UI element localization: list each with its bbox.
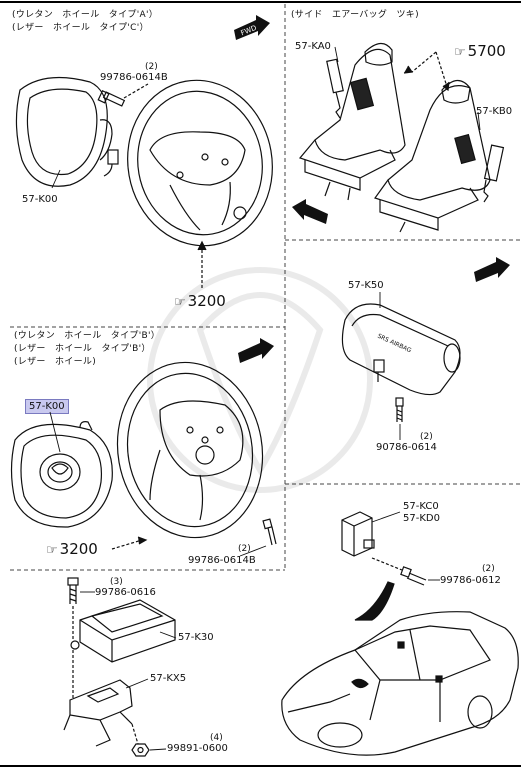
part-label-57-KB0: 57-KB0 [476, 106, 513, 117]
header-right: (サイド エアーバッグ ツキ) [291, 10, 419, 20]
fwd-arrow-icon [236, 337, 276, 363]
qty-label: (2) [482, 564, 495, 574]
steering-wheel-b [116, 361, 264, 539]
nut-icon [131, 743, 150, 757]
seat-left [298, 42, 406, 201]
crash-sensor [341, 511, 375, 557]
mounting-bracket [63, 679, 133, 747]
part-label-57-K00-highlighted: 57-K00 [25, 399, 69, 414]
qty-label: (3) [110, 577, 123, 587]
airbag-module-a [15, 76, 108, 187]
pointing-hand-icon: ☞ [174, 295, 186, 310]
part-label-57-K50: 57-K50 [348, 280, 384, 291]
part-label-99891-0600: 99891-0600 [167, 743, 228, 754]
qty-label: (2) [238, 544, 251, 554]
ref-link-3200[interactable]: ☞3200 [174, 292, 226, 310]
car-outline [281, 611, 519, 756]
steering-airbag-marker [351, 678, 369, 689]
ref-link-3200[interactable]: ☞3200 [46, 540, 98, 558]
part-label-57-KC0: 57-KC0 [403, 501, 439, 512]
bolt-icon [262, 518, 277, 546]
part-label-57-K00: 57-K00 [22, 194, 58, 205]
fwd-arrow-icon [472, 256, 512, 282]
steering-wheel-a [127, 79, 273, 247]
part-label-57-KD0: 57-KD0 [403, 513, 440, 524]
seat-right [374, 79, 491, 233]
part-label-99786-0614B: 99786-0614B [188, 555, 256, 566]
airbag-control-module [70, 599, 176, 663]
svg-text:FWD: FWD [240, 24, 258, 38]
airbag-module-b [10, 421, 113, 528]
bolt-icon [67, 577, 79, 604]
side-airbag-module-right [483, 144, 505, 203]
part-label-57-K30: 57-K30 [178, 632, 214, 643]
ref-link-5700[interactable]: ☞5700 [454, 42, 506, 60]
part-label-99786-0614B: 99786-0614B [100, 72, 168, 83]
header-left-line2: (レザー ホイール タイプ'C'） [12, 23, 149, 33]
pointing-hand-icon: ☞ [454, 45, 466, 60]
side-airbag-module-left [326, 58, 344, 119]
qty-label: (2) [420, 432, 433, 442]
fwd-arrow-icon [290, 198, 330, 224]
bolt-icon [395, 397, 404, 422]
part-label-57-KX5: 57-KX5 [150, 673, 187, 684]
bolt-icon [400, 566, 427, 586]
header-mid-line3: (レザー ホイール) [14, 357, 97, 367]
passenger-airbag-module [341, 303, 461, 396]
part-label-90786-0614: 90786-0614 [376, 442, 437, 453]
qty-label: (4) [210, 733, 223, 743]
header-mid-line2: (レザー ホイール タイプ'B'） [14, 344, 151, 354]
location-arrow [354, 581, 395, 621]
fwd-arrow-icon: FWD [232, 14, 272, 40]
header-left-line1: (ウレタン ホイール タイプ'A'） [12, 10, 159, 20]
pointing-hand-icon: ☞ [46, 543, 58, 558]
part-label-99786-0616: 99786-0616 [95, 587, 156, 598]
header-mid-line1: (ウレタン ホイール タイプ'B'） [14, 331, 161, 341]
bolt-icon [97, 89, 126, 107]
qty-label: (2) [145, 62, 158, 72]
part-label-99786-0612: 99786-0612 [440, 575, 501, 586]
part-label-57-KA0: 57-KA0 [295, 41, 331, 52]
